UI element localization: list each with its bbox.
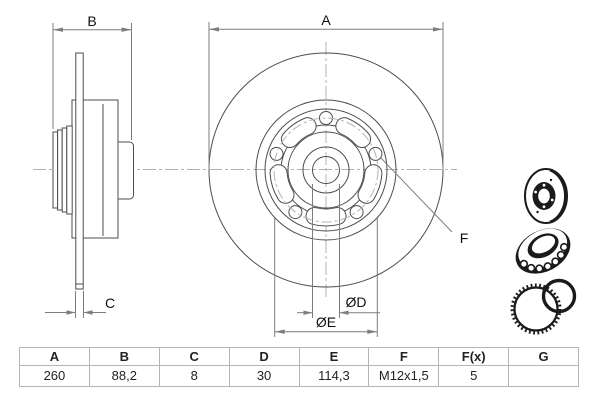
dimension-labels: A B C ØD ØE F bbox=[87, 12, 468, 330]
dimension-table: A B C D E F F(x) G 260 88,2 8 30 114,3 M… bbox=[19, 347, 579, 387]
hub-flange-step bbox=[66, 125, 73, 215]
disc-plate bbox=[75, 52, 84, 290]
dim-label-e: ØE bbox=[316, 314, 336, 330]
bearing-step bbox=[61, 127, 68, 213]
table-header-cell: D bbox=[228, 347, 300, 366]
bearing-cap-step bbox=[57, 129, 63, 211]
slot bbox=[280, 117, 317, 149]
bolt-hole bbox=[349, 205, 364, 220]
table-header-cell: A bbox=[19, 347, 90, 366]
abs-ring-step bbox=[52, 131, 59, 209]
arrowhead bbox=[303, 310, 313, 315]
front-view bbox=[208, 52, 444, 288]
table-value-cell bbox=[508, 365, 579, 387]
table-header-cell: F(x) bbox=[438, 347, 510, 366]
table-value-cell: 8 bbox=[158, 365, 230, 387]
dimension-lines bbox=[45, 22, 453, 337]
center-bore-circle bbox=[312, 156, 340, 184]
dim-label-c: C bbox=[105, 295, 115, 311]
dimension-arrowheads bbox=[53, 27, 443, 334]
table-header-cell: F bbox=[368, 347, 440, 366]
arrowhead bbox=[121, 27, 132, 32]
arrowhead bbox=[274, 329, 285, 334]
abs-sensor-ring-icon bbox=[510, 278, 577, 335]
hub-flange-inner-circle bbox=[264, 108, 388, 232]
arrowhead bbox=[367, 329, 378, 334]
table-value-cell: 30 bbox=[228, 365, 300, 387]
table-value-cell: 88,2 bbox=[88, 365, 160, 387]
dim-label-d: ØD bbox=[346, 294, 367, 310]
table-header-cell: C bbox=[158, 347, 230, 366]
bolt-pitch-circle bbox=[273, 117, 379, 223]
dim-label-a: A bbox=[321, 12, 331, 28]
table-value-cell: 260 bbox=[19, 365, 90, 387]
table-header-row: A B C D E F F(x) G bbox=[19, 347, 579, 366]
slot bbox=[335, 117, 372, 149]
spigot-circle bbox=[302, 146, 350, 194]
arrowhead bbox=[209, 27, 219, 32]
wheel-pilot-boss bbox=[117, 141, 134, 200]
dim-label-f: F bbox=[460, 230, 469, 246]
slot bbox=[269, 164, 295, 204]
slot bbox=[357, 164, 383, 204]
technical-drawing: A B C ØD ØE F bbox=[33, 12, 577, 337]
table-value-cell: 5 bbox=[438, 365, 510, 387]
arrowhead bbox=[53, 27, 63, 32]
table-value-cell: M12x1,5 bbox=[368, 365, 440, 387]
bearing-inner-circle bbox=[287, 131, 365, 209]
dim-label-b: B bbox=[87, 13, 96, 29]
table-value-cell: 114,3 bbox=[298, 365, 370, 387]
table-header-cell: G bbox=[508, 347, 579, 366]
arrowhead bbox=[66, 310, 76, 315]
table-header-cell: E bbox=[298, 347, 370, 366]
f-leader-line bbox=[379, 156, 453, 233]
arrowhead bbox=[339, 310, 349, 315]
side-view bbox=[52, 52, 134, 290]
arrowhead bbox=[433, 27, 443, 32]
slot bbox=[305, 207, 347, 227]
wheel-bearing-icon bbox=[515, 228, 571, 274]
hub-flange-outer-circle bbox=[255, 99, 397, 241]
arrowhead bbox=[83, 310, 93, 315]
table-header-cell: B bbox=[88, 347, 160, 366]
product-icons bbox=[510, 168, 577, 335]
brake-disc-icon bbox=[524, 168, 568, 224]
table-value-row: 260 88,2 8 30 114,3 M12x1,5 5 bbox=[19, 365, 579, 387]
